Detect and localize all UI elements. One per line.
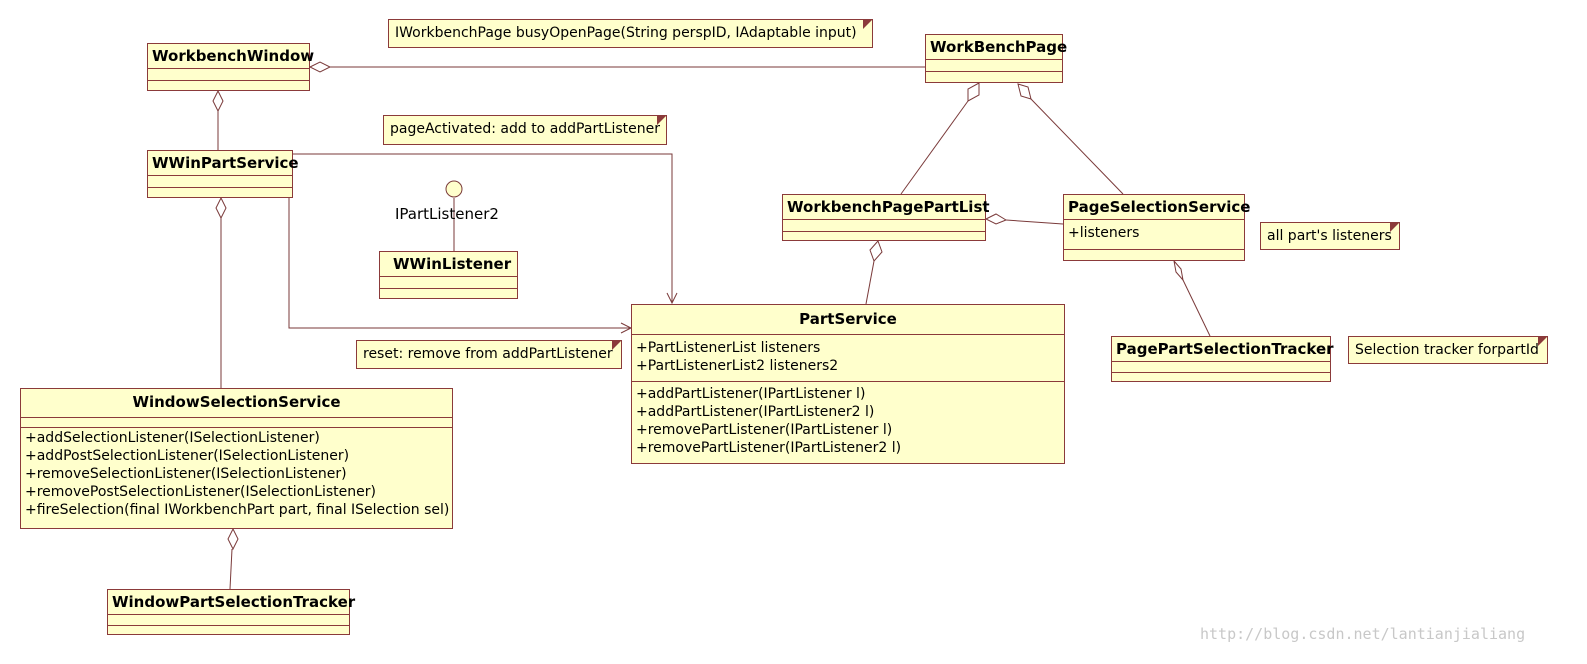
operation-line: +addSelectionListener(ISelectionListener… <box>25 430 320 446</box>
class-wwin-listener[interactable]: WWinListener <box>379 251 518 299</box>
aggregation-diamond <box>967 82 980 102</box>
edge-wwinpart-partservice-top <box>293 153 673 303</box>
class-window-selection-service[interactable]: WindowSelectionService +addSelectionList… <box>20 388 453 529</box>
operation-line: +removePostSelectionListener(ISelectionL… <box>25 484 376 500</box>
edge-pageselection-tracker <box>1182 279 1211 337</box>
operation-line: +removePartListener(IPartListener2 l) <box>636 440 902 456</box>
class-attributes: +PartListenerList listeners +PartListene… <box>632 334 1064 381</box>
note-text: pageActivated: add to addPartListener <box>390 121 661 137</box>
aggregation-diamond <box>212 89 224 113</box>
class-name: PageSelectionService <box>1068 198 1251 216</box>
class-operations <box>1064 249 1244 260</box>
edge-partlist-partservice <box>865 260 875 305</box>
edge-partlist-pageselection <box>1005 219 1064 225</box>
class-operations <box>380 288 517 298</box>
edge-page-pageselection <box>1030 98 1124 195</box>
aggregation-diamond <box>227 527 239 551</box>
class-operations <box>148 80 309 90</box>
class-name: WindowSelectionService <box>132 393 341 411</box>
class-operations: +addSelectionListener(ISelectionListener… <box>21 427 452 519</box>
operation-line: +fireSelection(final IWorkbenchPart part… <box>25 502 450 518</box>
operation-line: +addPartListener(IPartListener l) <box>636 386 866 402</box>
class-page-part-selection-tracker[interactable]: PagePartSelectionTracker <box>1111 336 1334 382</box>
class-attributes <box>926 59 1062 71</box>
aggregation-diamond <box>308 61 332 73</box>
operation-line: +addPartListener(IPartListener2 l) <box>636 404 875 420</box>
class-name: WorkBenchPage <box>930 38 1068 56</box>
note-text: reset: remove from addPartListener <box>363 346 613 362</box>
class-part-service[interactable]: PartService +PartListenerList listeners … <box>631 304 1065 464</box>
class-operations <box>108 625 349 634</box>
operation-line: +addPostSelectionListener(ISelectionList… <box>25 448 350 464</box>
edge-windowselection-tracker <box>229 548 233 590</box>
attribute-line: +listeners <box>1068 225 1140 241</box>
interface-name: IPartListener2 <box>395 205 499 223</box>
note-page-activated: pageActivated: add to addPartListener <box>383 115 667 145</box>
aggregation-diamond <box>869 240 883 262</box>
edge-page-partlist <box>900 100 969 195</box>
note-text: Selection tracker forpartId <box>1355 342 1539 358</box>
class-name: PartService <box>799 310 897 328</box>
note-all-listeners: all part's listeners <box>1260 222 1400 250</box>
class-window-part-selection-tracker[interactable]: WindowPartSelectionTracker <box>107 589 356 635</box>
watermark-url: http://blog.csdn.net/lantianjialiang <box>1200 625 1526 643</box>
class-page-selection-service[interactable]: PageSelectionService +listeners <box>1063 194 1251 261</box>
arrowhead <box>666 292 678 305</box>
class-operations <box>148 187 292 197</box>
class-operations: +addPartListener(IPartListener l) +addPa… <box>632 381 1064 457</box>
note-text: all part's listeners <box>1267 228 1392 244</box>
note-busy-open-page: IWorkbenchPage busyOpenPage(String persp… <box>388 19 873 48</box>
class-operations <box>1112 372 1330 381</box>
class-name: WorkbenchWindow <box>152 47 315 65</box>
class-operations <box>926 71 1062 82</box>
class-attributes <box>108 614 349 625</box>
class-workbench-page-part-list[interactable]: WorkbenchPagePartList <box>782 194 990 241</box>
class-attributes <box>1112 361 1330 372</box>
edge-wwinpart-partservice-bottom <box>288 197 631 329</box>
note-text: IWorkbenchPage busyOpenPage(String persp… <box>395 25 857 41</box>
aggregation-diamond <box>1017 83 1032 100</box>
class-attributes: +listeners <box>1064 219 1244 249</box>
note-fold-icon <box>612 340 622 350</box>
class-attributes <box>148 175 292 187</box>
class-name: WorkbenchPagePartList <box>787 198 990 216</box>
aggregation-diamond <box>984 213 1008 225</box>
class-name: WWinPartService <box>152 154 299 172</box>
class-attributes <box>380 276 517 288</box>
class-attributes <box>148 68 309 80</box>
class-name: PagePartSelectionTracker <box>1116 340 1334 358</box>
note-fold-icon <box>1538 336 1548 346</box>
class-attributes <box>783 219 985 231</box>
operation-line: +removePartListener(IPartListener l) <box>636 422 893 438</box>
attribute-line: +PartListenerList listeners <box>636 340 821 356</box>
class-workbench-page[interactable]: WorkBenchPage <box>925 34 1068 83</box>
note-fold-icon <box>863 19 873 29</box>
note-fold-icon <box>1390 222 1400 232</box>
note-reset: reset: remove from addPartListener <box>356 340 622 369</box>
class-workbench-window[interactable]: WorkbenchWindow <box>147 43 315 91</box>
note-selection-tracker: Selection tracker forpartId <box>1348 336 1548 364</box>
interface-lollipop-icon <box>445 180 463 198</box>
aggregation-diamond <box>1173 259 1184 282</box>
aggregation-diamond <box>215 196 227 220</box>
class-name: WindowPartSelectionTracker <box>112 593 356 611</box>
attribute-line: +PartListenerList2 listeners2 <box>636 358 839 374</box>
operation-line: +removeSelectionListener(ISelectionListe… <box>25 466 347 482</box>
note-fold-icon <box>657 115 667 125</box>
class-attributes <box>21 417 452 427</box>
class-operations <box>783 231 985 240</box>
class-name: WWinListener <box>393 255 512 273</box>
class-wwin-part-service[interactable]: WWinPartService <box>147 150 299 198</box>
